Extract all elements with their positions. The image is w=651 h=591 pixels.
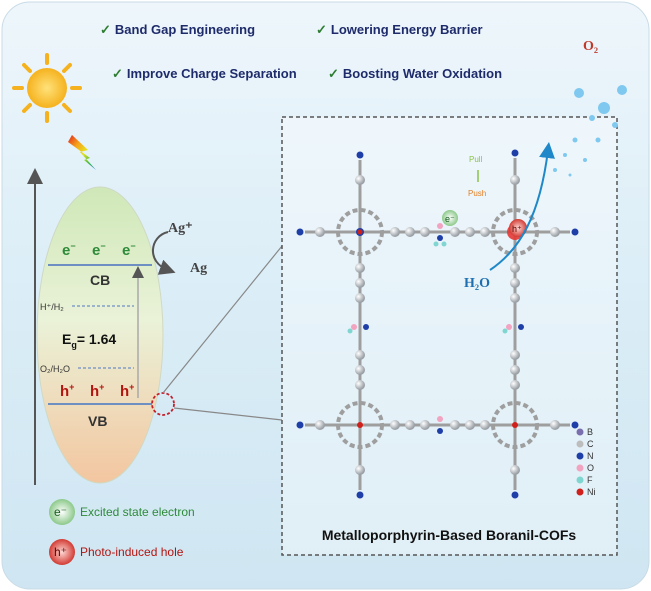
cb-electron-1: e− <box>62 241 76 259</box>
ag-plus-label: Ag⁺ <box>168 221 193 236</box>
legend-electron-ball <box>49 499 75 525</box>
atom-swatch-c <box>576 440 584 448</box>
vb-hole-3: h+ <box>120 382 134 400</box>
check-icon: ✓ <box>100 22 111 37</box>
atom-label-n: N <box>587 451 594 461</box>
framework-box <box>281 116 618 556</box>
water-oxidation-arrow <box>489 142 555 271</box>
water-label: H₂O <box>464 276 490 291</box>
atom-swatch-o <box>576 464 584 472</box>
cb-label: CB <box>90 272 110 288</box>
legend-electron-symbol: e⁻ <box>54 505 67 519</box>
zoom-line-top <box>162 245 283 394</box>
framework-hole-label: h⁺ <box>512 224 522 234</box>
h-level-label: H⁺/H₂ <box>40 302 64 312</box>
check-icon: ✓ <box>112 66 123 81</box>
highlight-text: Boosting Water Oxidation <box>342 66 503 81</box>
atom-label-b: B <box>587 427 593 437</box>
cof-framework <box>296 149 579 499</box>
atom-legend: B C N O F Ni <box>576 427 596 497</box>
cb-electron-3: e− <box>122 241 136 259</box>
legend-electron-text: Excited state electron <box>80 505 195 519</box>
porphyrin-node-bottom-right <box>491 401 539 449</box>
semiconductor-oval <box>36 186 164 484</box>
legend-hole-text: Photo-induced hole <box>80 545 184 559</box>
framework-electron-label: e⁻ <box>445 214 455 224</box>
atom-swatch-f <box>576 476 584 484</box>
atom-label-o: O <box>587 463 594 473</box>
push-label: Push <box>468 189 486 198</box>
oxygen-label: O₂ <box>583 39 598 54</box>
zoom-line-bottom <box>173 407 283 421</box>
atom-swatch-ni <box>576 488 584 496</box>
band-gap-label: Eg= 1.64 <box>62 331 116 350</box>
vb-label: VB <box>88 413 107 429</box>
light-bolt-icon <box>68 135 96 170</box>
framework-electron-marker <box>442 210 458 226</box>
porphyrin-node-top-left <box>336 208 384 256</box>
sun-icon <box>12 53 82 123</box>
highlight-water-oxidation: ✓Boosting Water Oxidation <box>328 66 502 82</box>
porphyrin-node-bottom-left <box>336 401 384 449</box>
highlight-energy-barrier: ✓Lowering Energy Barrier <box>316 22 483 38</box>
legend-hole-symbol: h⁺ <box>54 545 67 559</box>
check-icon: ✓ <box>316 22 327 37</box>
legend-hole-ball <box>49 539 75 565</box>
check-icon: ✓ <box>328 66 339 81</box>
atom-swatch-n <box>576 452 584 460</box>
framework-caption: Metalloporphyrin-Based Boranil-COFs <box>322 527 577 543</box>
ag-label: Ag <box>190 261 207 276</box>
highlight-charge-separation: ✓Improve Charge Separation <box>112 66 297 82</box>
highlight-text: Band Gap Engineering <box>114 22 256 37</box>
vb-hole-1: h+ <box>60 382 74 400</box>
atom-label-ni: Ni <box>587 487 596 497</box>
highlight-text: Improve Charge Separation <box>126 66 297 81</box>
cb-electron-2: e− <box>92 241 106 259</box>
atom-label-c: C <box>587 439 594 449</box>
highlight-band-gap: ✓Band Gap Engineering <box>100 22 255 38</box>
framework-hole-marker <box>509 219 527 237</box>
pull-label: Pull <box>469 155 483 164</box>
atom-label-f: F <box>587 475 593 485</box>
ag-reduction-arrow <box>152 231 176 275</box>
o-level-label: O₂/H₂O <box>40 364 70 374</box>
vb-hole-2: h+ <box>90 382 104 400</box>
oxygen-bubbles <box>553 85 627 177</box>
highlight-text: Lowering Energy Barrier <box>330 22 483 37</box>
atom-swatch-b <box>576 428 584 436</box>
